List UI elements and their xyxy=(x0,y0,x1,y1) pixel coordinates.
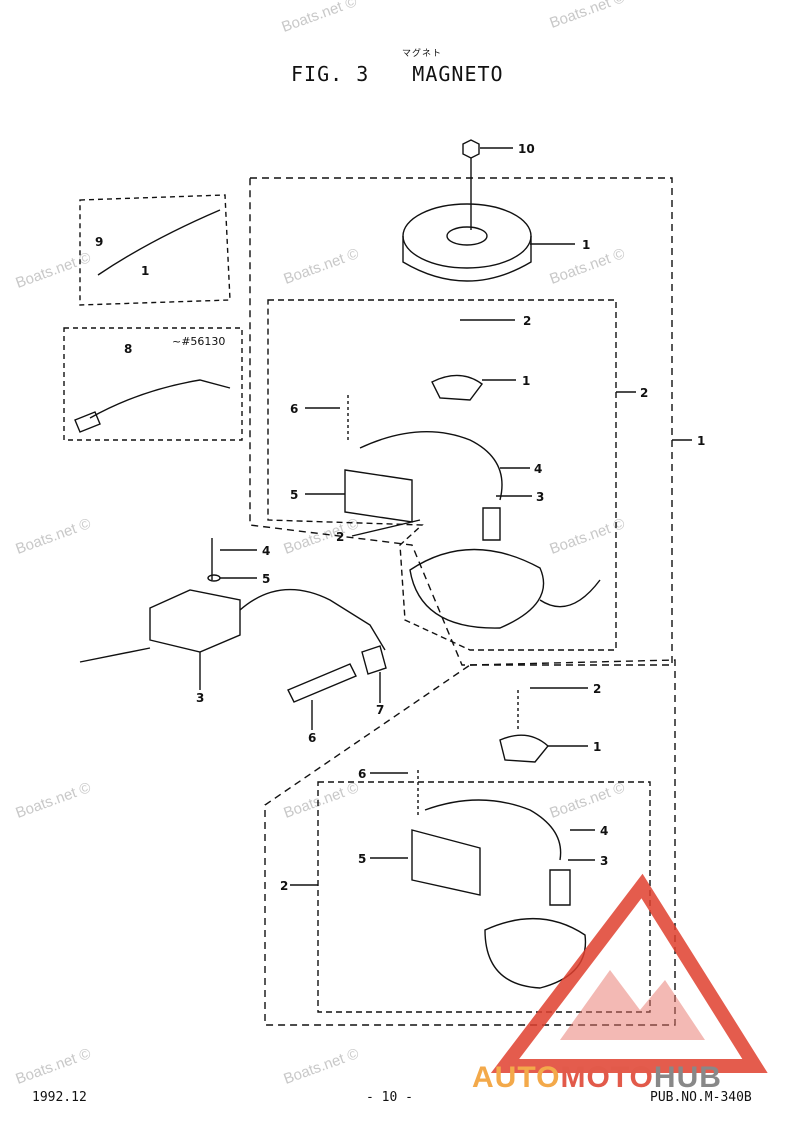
callout-label: 1 xyxy=(141,264,149,278)
callout-label: 5 xyxy=(290,488,298,502)
callout-label: 5 xyxy=(262,572,270,586)
bracket-part xyxy=(431,374,483,401)
footer-pub: PUB.NO.M-340B xyxy=(650,1090,752,1105)
kit-8-switch xyxy=(74,411,101,433)
page-title: FIG. 3 MAGNETO xyxy=(291,62,504,86)
callout-label: 2 xyxy=(640,386,648,400)
callout-label: 1 xyxy=(593,740,601,754)
coil-part xyxy=(344,469,413,523)
pulser-part xyxy=(482,507,501,541)
callout-label: 4 xyxy=(600,824,608,838)
callout-label: 2 xyxy=(523,314,531,328)
callout-label: 7 xyxy=(376,703,384,717)
figure-name: MAGNETO xyxy=(412,62,504,86)
footer-page: - 10 - xyxy=(366,1090,413,1105)
logo-moto: MOTO xyxy=(560,1061,654,1094)
lower-bracket xyxy=(499,734,549,763)
callout-label: 1 xyxy=(522,374,530,388)
flywheel-part xyxy=(402,203,532,269)
callout-label: 9 xyxy=(95,235,103,249)
callout-label: 10 xyxy=(518,142,535,156)
assembly-2-boundary xyxy=(267,299,617,651)
automotohub-logo: AUTOMOTOHUB xyxy=(472,1061,722,1095)
callout-label: 4 xyxy=(262,544,270,558)
kit-8-boundary xyxy=(63,327,243,441)
hightension-wire xyxy=(239,588,386,651)
callout-label: 6 xyxy=(358,767,366,781)
callout-label: 5 xyxy=(358,852,366,866)
callout-label: 4 xyxy=(534,462,542,476)
lower-pulser xyxy=(549,869,571,906)
serial-note: ~#56130 xyxy=(172,335,225,348)
callout-label: 8 xyxy=(124,342,132,356)
title-kana: マグネト xyxy=(402,49,443,59)
automotohub-logo-mark xyxy=(490,873,768,1073)
callout-label: 2 xyxy=(593,682,601,696)
logo-auto: AUTO xyxy=(472,1061,561,1094)
kit-9-boundary xyxy=(79,194,231,306)
callout-label: 1 xyxy=(582,238,590,252)
spark-plug xyxy=(287,663,357,703)
nut-part xyxy=(462,139,480,159)
figure-number: FIG. 3 xyxy=(291,62,370,86)
lower-inner-boundary xyxy=(317,781,651,1013)
callout-label: 3 xyxy=(536,490,544,504)
callout-label: 6 xyxy=(290,402,298,416)
stator-base xyxy=(409,548,545,629)
callout-label: 3 xyxy=(196,691,204,705)
callout-label: 1 xyxy=(697,434,705,448)
lower-boundary xyxy=(264,659,676,1026)
callout-label: 2 xyxy=(336,530,344,544)
callout-label: 2 xyxy=(280,879,288,893)
plug-cap xyxy=(361,645,387,675)
ignition-coil xyxy=(149,589,241,653)
callout-label: 3 xyxy=(600,854,608,868)
footer-date: 1992.12 xyxy=(32,1090,87,1105)
assembly-boundary xyxy=(249,177,673,666)
lower-coil xyxy=(411,829,481,896)
callout-label: 6 xyxy=(308,731,316,745)
logo-hub: HUB xyxy=(653,1061,722,1094)
